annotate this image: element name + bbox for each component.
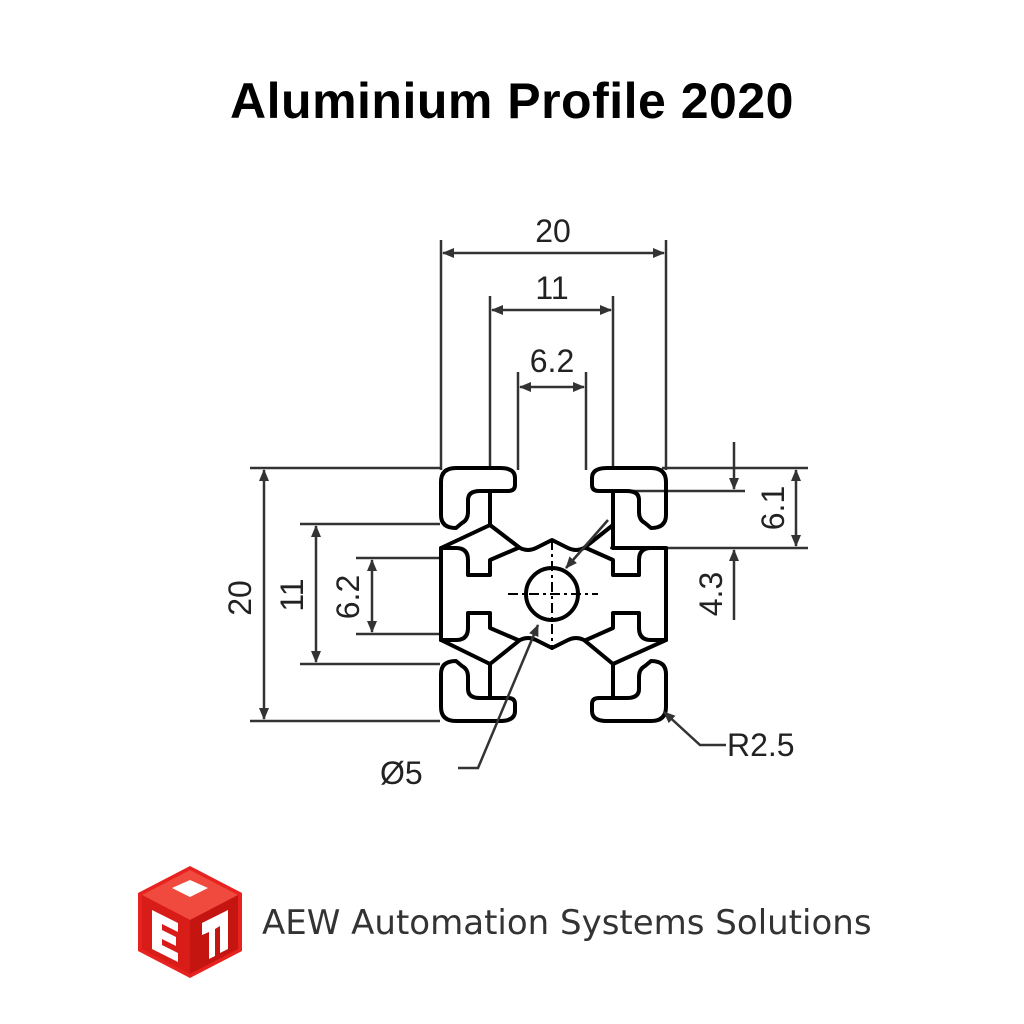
leader-hole-diameter [458,624,540,770]
corner-top-left [439,466,517,530]
corner-bottom-left [439,659,517,723]
dim-label-height-11: 11 [274,578,310,611]
dim-label-height-6-2: 6.2 [330,575,366,619]
leader-web [565,519,609,569]
slot-left [439,546,520,642]
dim-label-wall-4-3: 4.3 [693,572,729,616]
page-title: Aluminium Profile 2020 [230,73,794,129]
dim-label-hole-diameter: Ø5 [380,755,423,791]
dim-label-corner-radius: R2.5 [727,727,795,763]
dim-label-slot-11: 11 [535,270,568,306]
extension-lines-left [250,466,440,723]
slot-right [584,546,668,642]
corner-top-right [590,466,668,530]
dim-label-height-20: 20 [222,580,258,616]
dim-label-depth-6-1: 6.1 [755,486,791,530]
dim-label-opening-6-2: 6.2 [530,343,574,379]
profile-2020-cross-section [439,466,668,723]
dim-label-width-20: 20 [535,213,571,249]
corner-bottom-right [590,659,668,723]
aew-logo [138,866,242,978]
company-name: AEW Automation Systems Solutions [262,903,872,943]
leader-corner-radius [663,711,726,747]
extension-lines-top [439,240,668,470]
